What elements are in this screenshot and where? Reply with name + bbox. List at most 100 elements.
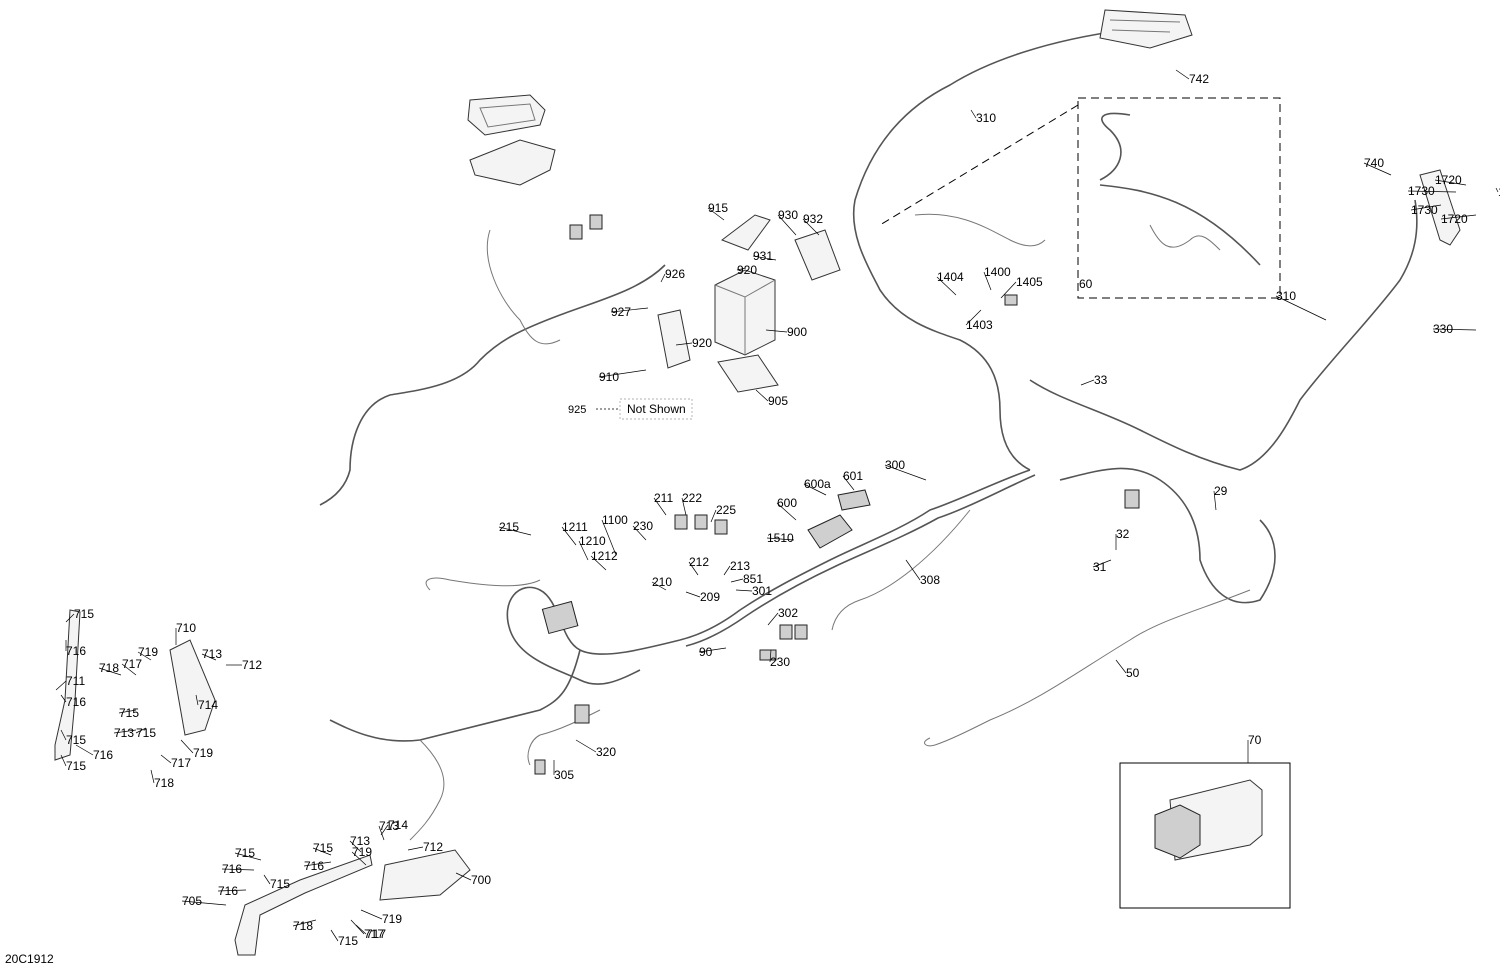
callout-915: 915 bbox=[708, 201, 728, 215]
leader-line bbox=[137, 651, 152, 661]
callout-1211: 1211 bbox=[562, 520, 588, 534]
callout-310: 310 bbox=[1276, 289, 1296, 303]
leader-line bbox=[195, 694, 199, 706]
callout-742: 742 bbox=[1189, 72, 1209, 86]
not-shown-part-number: 925 bbox=[568, 404, 586, 416]
leader-line bbox=[1115, 659, 1127, 674]
leader-line bbox=[98, 667, 122, 676]
not-shown-text: Not Shown bbox=[627, 402, 686, 416]
leader-line bbox=[75, 744, 94, 756]
callout-713: 713 bbox=[114, 726, 134, 740]
callout-920: 920 bbox=[692, 336, 712, 350]
leader-line bbox=[65, 613, 75, 623]
part-900-battery bbox=[714, 269, 776, 356]
detail-box-60 bbox=[879, 97, 1281, 299]
leader-line bbox=[723, 565, 731, 576]
leader-line bbox=[769, 649, 772, 663]
leader-line bbox=[660, 273, 666, 283]
part-915-bracket bbox=[720, 214, 771, 251]
callout-1730: 1730 bbox=[1411, 203, 1438, 217]
leader-line bbox=[1407, 190, 1457, 193]
callout-70: 70 bbox=[1248, 733, 1262, 747]
callout-718: 718 bbox=[99, 661, 119, 675]
callout-1720: 1720 bbox=[1441, 212, 1468, 226]
leader-line bbox=[181, 900, 227, 906]
leader-line bbox=[349, 840, 362, 853]
callout-302: 302 bbox=[778, 606, 798, 620]
leader-line bbox=[350, 919, 365, 935]
callout-717: 717 bbox=[122, 657, 142, 671]
callout-711: 711 bbox=[66, 674, 85, 688]
callout-225: 225 bbox=[716, 503, 736, 517]
leader-line bbox=[590, 555, 607, 571]
callout-600: 600 bbox=[777, 496, 797, 510]
callout-719: 719 bbox=[193, 746, 213, 760]
leader-line bbox=[767, 612, 779, 626]
leader-line bbox=[905, 559, 921, 581]
callout-1400: 1400 bbox=[984, 265, 1011, 279]
harness-wires bbox=[319, 29, 1418, 841]
diagram-id: 20C1912 bbox=[5, 952, 54, 966]
leader-line bbox=[710, 509, 717, 523]
leader-line bbox=[561, 526, 577, 546]
callout-717: 717 bbox=[366, 927, 386, 941]
leader-line bbox=[201, 653, 217, 661]
part-600a-module bbox=[837, 489, 871, 511]
callout-300: 300 bbox=[885, 458, 905, 472]
leader-line bbox=[685, 591, 701, 598]
leader-line bbox=[1000, 281, 1017, 299]
callout-1100: 1100 bbox=[602, 513, 628, 527]
leader-line bbox=[983, 271, 992, 291]
part-930-module bbox=[794, 229, 841, 281]
callout-714: 714 bbox=[198, 698, 218, 712]
callout-920: 920 bbox=[737, 263, 757, 277]
callout-715: 715 bbox=[136, 726, 156, 740]
callout-740: 740 bbox=[1364, 156, 1384, 170]
part-910-battery-bracket bbox=[657, 309, 691, 369]
callout-715: 715 bbox=[119, 706, 139, 720]
leader-line bbox=[60, 694, 67, 703]
callout-715: 715 bbox=[313, 841, 333, 855]
detail-box-70 bbox=[1119, 762, 1291, 909]
callout-851: 851 bbox=[743, 572, 763, 586]
callout-1730: 1730 bbox=[1498, 185, 1500, 199]
callout-932: 932 bbox=[803, 212, 823, 226]
callout-713: 713 bbox=[379, 819, 399, 833]
leader-line bbox=[776, 502, 797, 521]
leader-line bbox=[1410, 204, 1442, 211]
leader-line bbox=[378, 825, 385, 841]
callout-50: 50 bbox=[1126, 666, 1140, 680]
callout-1403: 1403 bbox=[966, 318, 993, 332]
callout-labels: 1700171017301720173017201730172017301720… bbox=[55, 69, 1500, 948]
part-1710-ecm bbox=[469, 139, 556, 186]
leader-line bbox=[936, 276, 957, 296]
callout-209: 209 bbox=[700, 590, 720, 604]
callout-716: 716 bbox=[218, 884, 238, 898]
callout-29: 29 bbox=[1214, 484, 1228, 498]
callout-714: 714 bbox=[388, 818, 408, 832]
part-60-harness-detail bbox=[1099, 112, 1261, 266]
leader-line bbox=[1440, 214, 1477, 220]
leader-line bbox=[755, 389, 769, 402]
callout-1720: 1720 bbox=[1435, 173, 1462, 187]
leader-line bbox=[355, 924, 367, 935]
leader-line bbox=[60, 729, 67, 741]
part-600-module bbox=[807, 514, 853, 549]
callout-60: 60 bbox=[1079, 277, 1093, 291]
callout-320: 320 bbox=[596, 745, 616, 759]
callout-900: 900 bbox=[787, 325, 807, 339]
callout-719: 719 bbox=[382, 912, 402, 926]
leader-line bbox=[303, 861, 332, 867]
callout-705: 705 bbox=[182, 894, 202, 908]
leader-line bbox=[118, 709, 137, 714]
part-1700-ecm-cover bbox=[467, 94, 546, 136]
callout-211: 211 bbox=[654, 491, 673, 505]
callout-32: 32 bbox=[1116, 527, 1130, 541]
leader-line bbox=[1092, 559, 1112, 568]
leader-line bbox=[380, 824, 389, 836]
callout-1730: 1730 bbox=[1408, 184, 1435, 198]
leader-line bbox=[842, 475, 855, 491]
callout-719: 719 bbox=[352, 845, 372, 859]
